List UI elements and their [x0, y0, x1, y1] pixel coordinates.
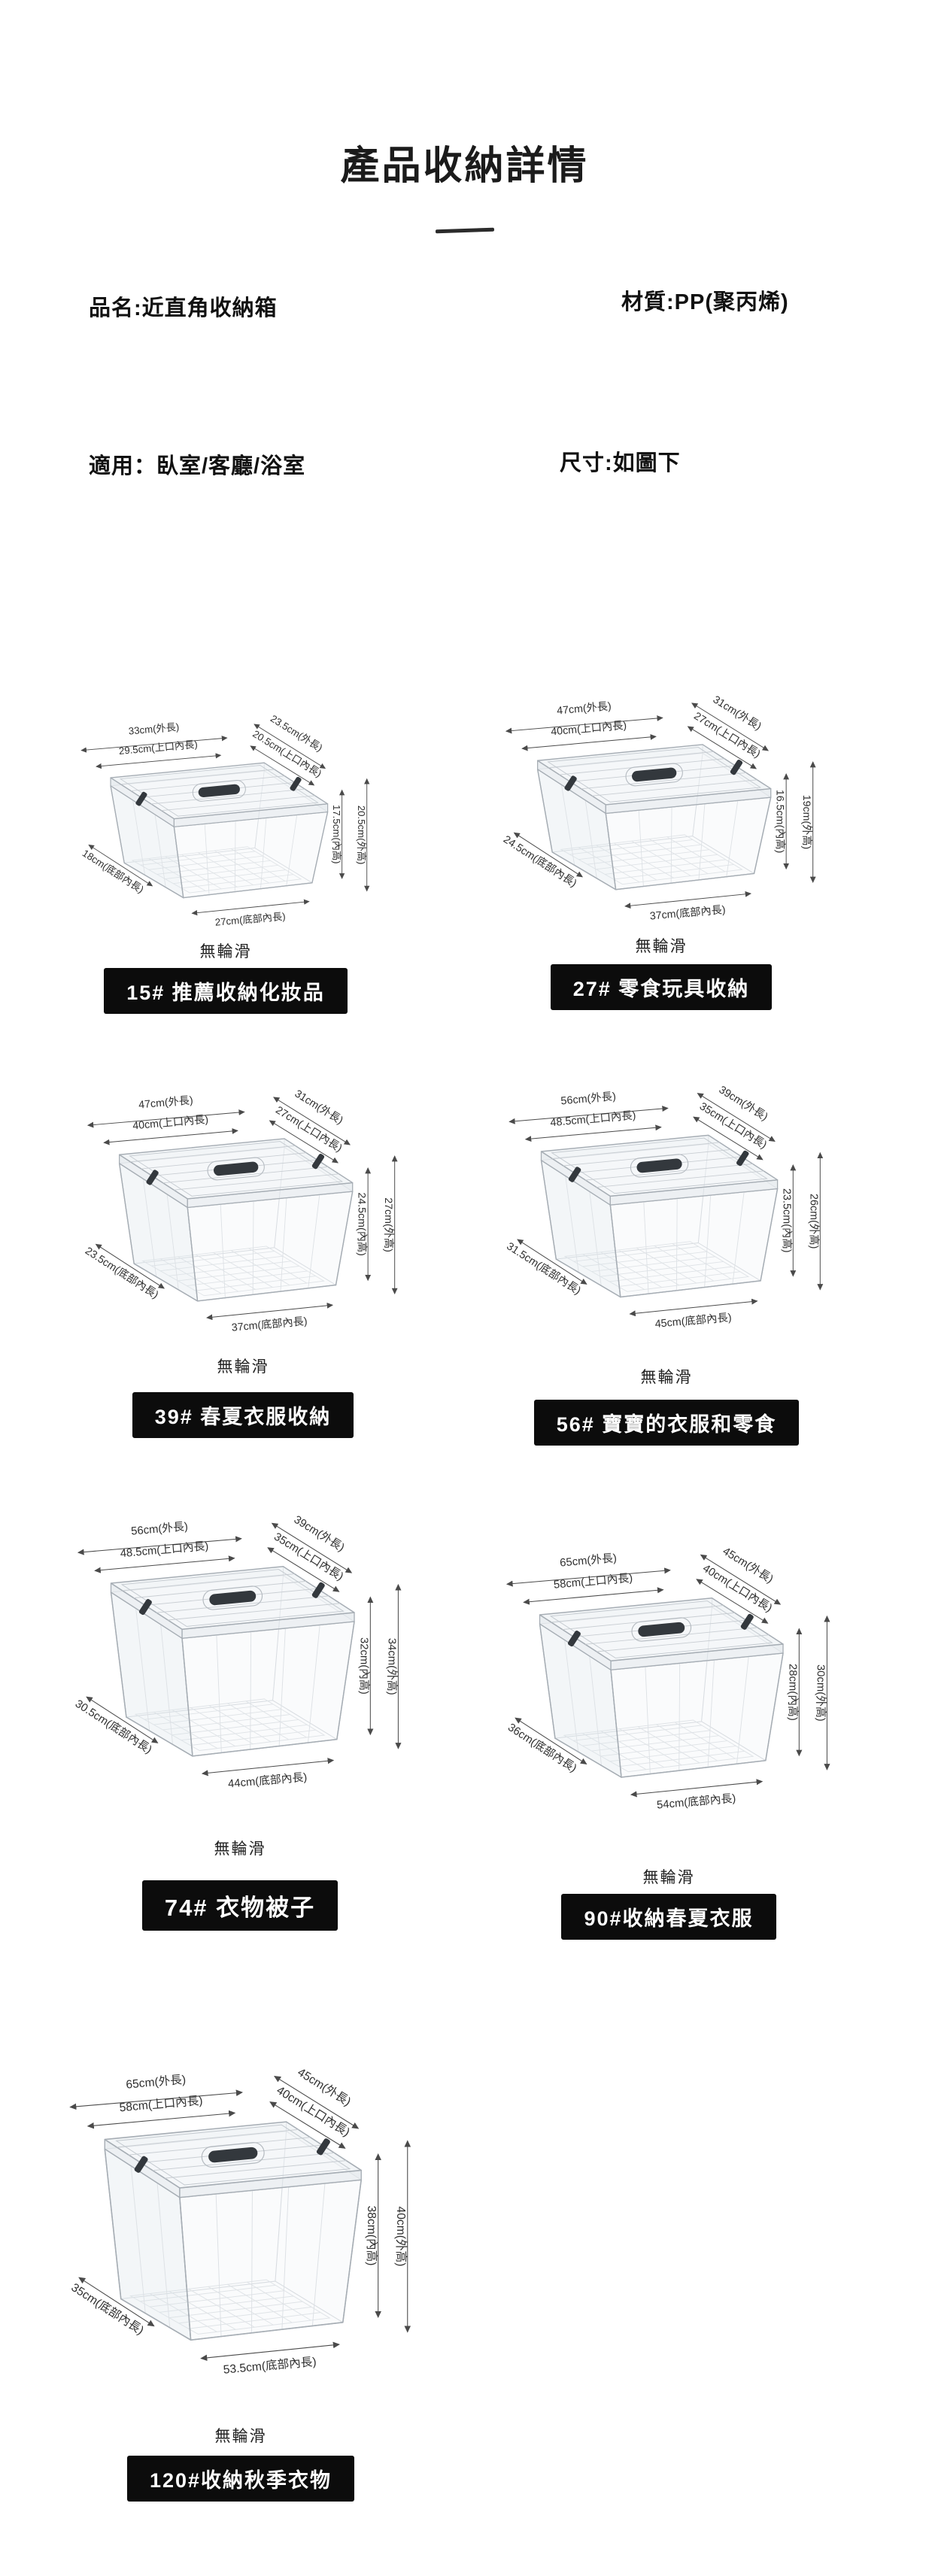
dim-inner-height: 24.5cm(內高): [356, 1192, 369, 1255]
product-usage-label: 適用：臥室/客廳/浴室: [89, 454, 306, 478]
dim-bottom-inner-length: 44cm(底部內長): [227, 1770, 308, 1790]
product-badge: 15# 推薦收納化妝品: [104, 968, 348, 1015]
dim-outer-height: 26cm(外高): [808, 1194, 821, 1249]
product-badge: 90#收納春夏衣服: [561, 1894, 776, 1940]
dim-inner-height: 16.5cm(內高): [774, 790, 787, 853]
no-wheels-label: 無輪滑: [635, 938, 688, 956]
product-card: 47cm(外長)40cm(上口內長)31cm(外長)27cm(上口內長)24.5…: [69, 1054, 417, 1439]
product-illustration: 47cm(外長)40cm(上口內長)31cm(外長)27cm(上口內長)16.5…: [487, 660, 835, 934]
storage-box-diagram: 65cm(外長)58cm(上口內長)45cm(外長)40cm(上口內長)38cm…: [68, 2065, 411, 2377]
dim-inner-height: 23.5cm(內高): [781, 1188, 794, 1252]
dim-outer-length: 56cm(外長): [131, 1520, 189, 1538]
dim-inner-height: 17.5cm(內高): [331, 805, 343, 864]
lid-handle-icon: [207, 1157, 265, 1181]
no-wheels-label: 無輪滑: [640, 1368, 693, 1386]
lid-handle-icon: [625, 763, 683, 787]
box-body: [540, 1159, 779, 1298]
product-card: 33cm(外長)29.5cm(上口內長)23.5cm(外長)20.5cm(上口內…: [64, 684, 387, 1015]
dim-bottom-inner-length: 45cm(底部內長): [654, 1311, 732, 1330]
product-illustration: 33cm(外長)29.5cm(上口內長)23.5cm(外長)20.5cm(上口內…: [64, 684, 387, 939]
lid-handle-icon: [631, 1617, 692, 1642]
side-latch-icon: [567, 1631, 581, 1647]
product-card: 65cm(外長)58cm(上口內長)45cm(外長)40cm(上口內長)28cm…: [487, 1510, 850, 1940]
no-wheels-label: 無輪滑: [214, 2427, 267, 2445]
no-wheels-label: 無輪滑: [214, 1840, 266, 1858]
box-body: [536, 769, 772, 891]
no-wheels-label: 無輪滑: [217, 1358, 269, 1376]
dim-top-inner-length: 40cm(上口內長): [551, 719, 627, 739]
dim-inner-height: 28cm(內高): [786, 1664, 799, 1721]
dim-top-inner-length: 29.5cm(上口內長): [118, 739, 198, 757]
lid-handle-icon: [630, 1154, 689, 1178]
dim-top-inner-length: 58cm(上口內長): [119, 2094, 203, 2115]
box-body: [110, 1591, 355, 1757]
side-latch-icon: [134, 2156, 148, 2173]
side-latch-icon: [138, 1599, 152, 1616]
dim-outer-height: 19cm(外高): [800, 795, 813, 850]
dim-outer-length: 65cm(外長): [126, 2073, 187, 2092]
product-badge: 74# 衣物被子: [141, 1880, 339, 1931]
dim-outer-height: 27cm(外高): [382, 1197, 395, 1252]
title-underline: [435, 227, 494, 234]
dim-top-inner-length: 58cm(上口內長): [553, 1572, 633, 1591]
product-illustration: 56cm(外長)48.5cm(上口內長)39cm(外長)35cm(上口內長)32…: [59, 1479, 421, 1803]
storage-box-diagram: 33cm(外長)29.5cm(上口內長)23.5cm(外長)20.5cm(上口內…: [80, 713, 370, 928]
dim-outer-length: 47cm(外長): [138, 1094, 194, 1111]
product-material-label: 材質:PP(聚丙烯): [621, 290, 789, 314]
dim-top-inner-length: 48.5cm(上口內長): [120, 1540, 209, 1560]
no-wheels-label: 無輪滑: [199, 943, 252, 961]
dim-outer-length: 33cm(外長): [128, 721, 180, 737]
dim-outer-height: 34cm(外高): [385, 1638, 398, 1695]
dim-bottom-inner-length: 37cm(底部內長): [231, 1315, 308, 1334]
dim-top-inner-length: 40cm(上口內長): [132, 1113, 209, 1133]
product-badge: 56# 寶寶的衣服和零食: [533, 1399, 800, 1446]
storage-box-diagram: 47cm(外長)40cm(上口內長)31cm(外長)27cm(上口內長)24.5…: [83, 1087, 398, 1334]
product-card: 56cm(外長)48.5cm(上口內長)39cm(外長)35cm(上口內長)32…: [59, 1479, 421, 1931]
product-size-label: 尺寸:如圖下: [560, 451, 681, 475]
dim-outer-height: 30cm(外高): [814, 1664, 827, 1722]
side-latch-icon: [568, 1167, 581, 1182]
no-wheels-label: 無輪滑: [642, 1869, 695, 1887]
box-body: [118, 1163, 354, 1302]
product-badge: 120#收納秋季衣物: [126, 2455, 355, 2502]
dim-bottom-inner-length: 37cm(底部內長): [649, 903, 726, 923]
product-illustration: 65cm(外長)58cm(上口內長)45cm(外長)40cm(上口內長)38cm…: [50, 2029, 432, 2389]
dim-outer-length: 56cm(外長): [560, 1090, 617, 1107]
storage-box-diagram: 56cm(外長)48.5cm(上口內長)39cm(外長)35cm(上口內長)32…: [73, 1513, 402, 1791]
dim-inner-height: 32cm(內高): [357, 1637, 370, 1695]
dim-outer-length: 65cm(外長): [560, 1552, 618, 1570]
dim-top-inner-length: 48.5cm(上口內長): [550, 1109, 636, 1129]
dim-outer-height: 20.5cm(外高): [356, 806, 368, 865]
dim-bottom-inner-length: 27cm(底部內長): [214, 911, 286, 928]
product-badge: 27# 零食玩具收納: [550, 964, 773, 1011]
box-bottom-mesh: [134, 1698, 326, 1751]
page-title: 產品收納詳情: [340, 144, 589, 188]
dim-outer-length: 47cm(外長): [557, 699, 612, 717]
product-card: 65cm(外長)58cm(上口內長)45cm(外長)40cm(上口內長)38cm…: [50, 2029, 432, 2502]
product-illustration: 56cm(外長)48.5cm(上口內長)39cm(外長)35cm(上口內長)23…: [490, 1050, 842, 1343]
product-name-label: 品名:近直角收納箱: [89, 296, 278, 320]
lid-handle-icon: [192, 780, 246, 802]
side-latch-icon: [135, 791, 147, 806]
product-card: 56cm(外長)48.5cm(上口內長)39cm(外長)35cm(上口內長)23…: [490, 1050, 842, 1446]
storage-box-diagram: 65cm(外長)58cm(上口內長)45cm(外長)40cm(上口內長)28cm…: [505, 1545, 830, 1812]
lid-handle-icon: [201, 2142, 265, 2168]
storage-box-diagram: 47cm(外長)40cm(上口內長)31cm(外長)27cm(上口內長)16.5…: [501, 693, 816, 923]
box-body: [110, 785, 329, 899]
storage-box-diagram: 56cm(外長)48.5cm(上口內長)39cm(外長)35cm(上口內長)23…: [504, 1083, 824, 1330]
product-illustration: 65cm(外長)58cm(上口內長)45cm(外長)40cm(上口內長)28cm…: [487, 1510, 850, 1824]
lid-handle-icon: [202, 1585, 263, 1610]
dim-bottom-inner-length: 54cm(底部內長): [656, 1792, 736, 1812]
side-latch-icon: [564, 775, 577, 791]
product-illustration: 47cm(外長)40cm(上口內長)31cm(外長)27cm(上口內長)24.5…: [69, 1054, 417, 1346]
side-latch-icon: [146, 1170, 159, 1185]
dim-outer-height: 40cm(外高): [394, 2207, 408, 2267]
product-badge: 39# 春夏衣服收納: [132, 1392, 354, 1439]
dim-bottom-inner-length: 53.5cm(底部內長): [223, 2355, 317, 2377]
dim-inner-height: 38cm(內高): [365, 2206, 378, 2266]
product-card: 47cm(外長)40cm(上口內長)31cm(外長)27cm(上口內長)16.5…: [487, 660, 835, 1011]
